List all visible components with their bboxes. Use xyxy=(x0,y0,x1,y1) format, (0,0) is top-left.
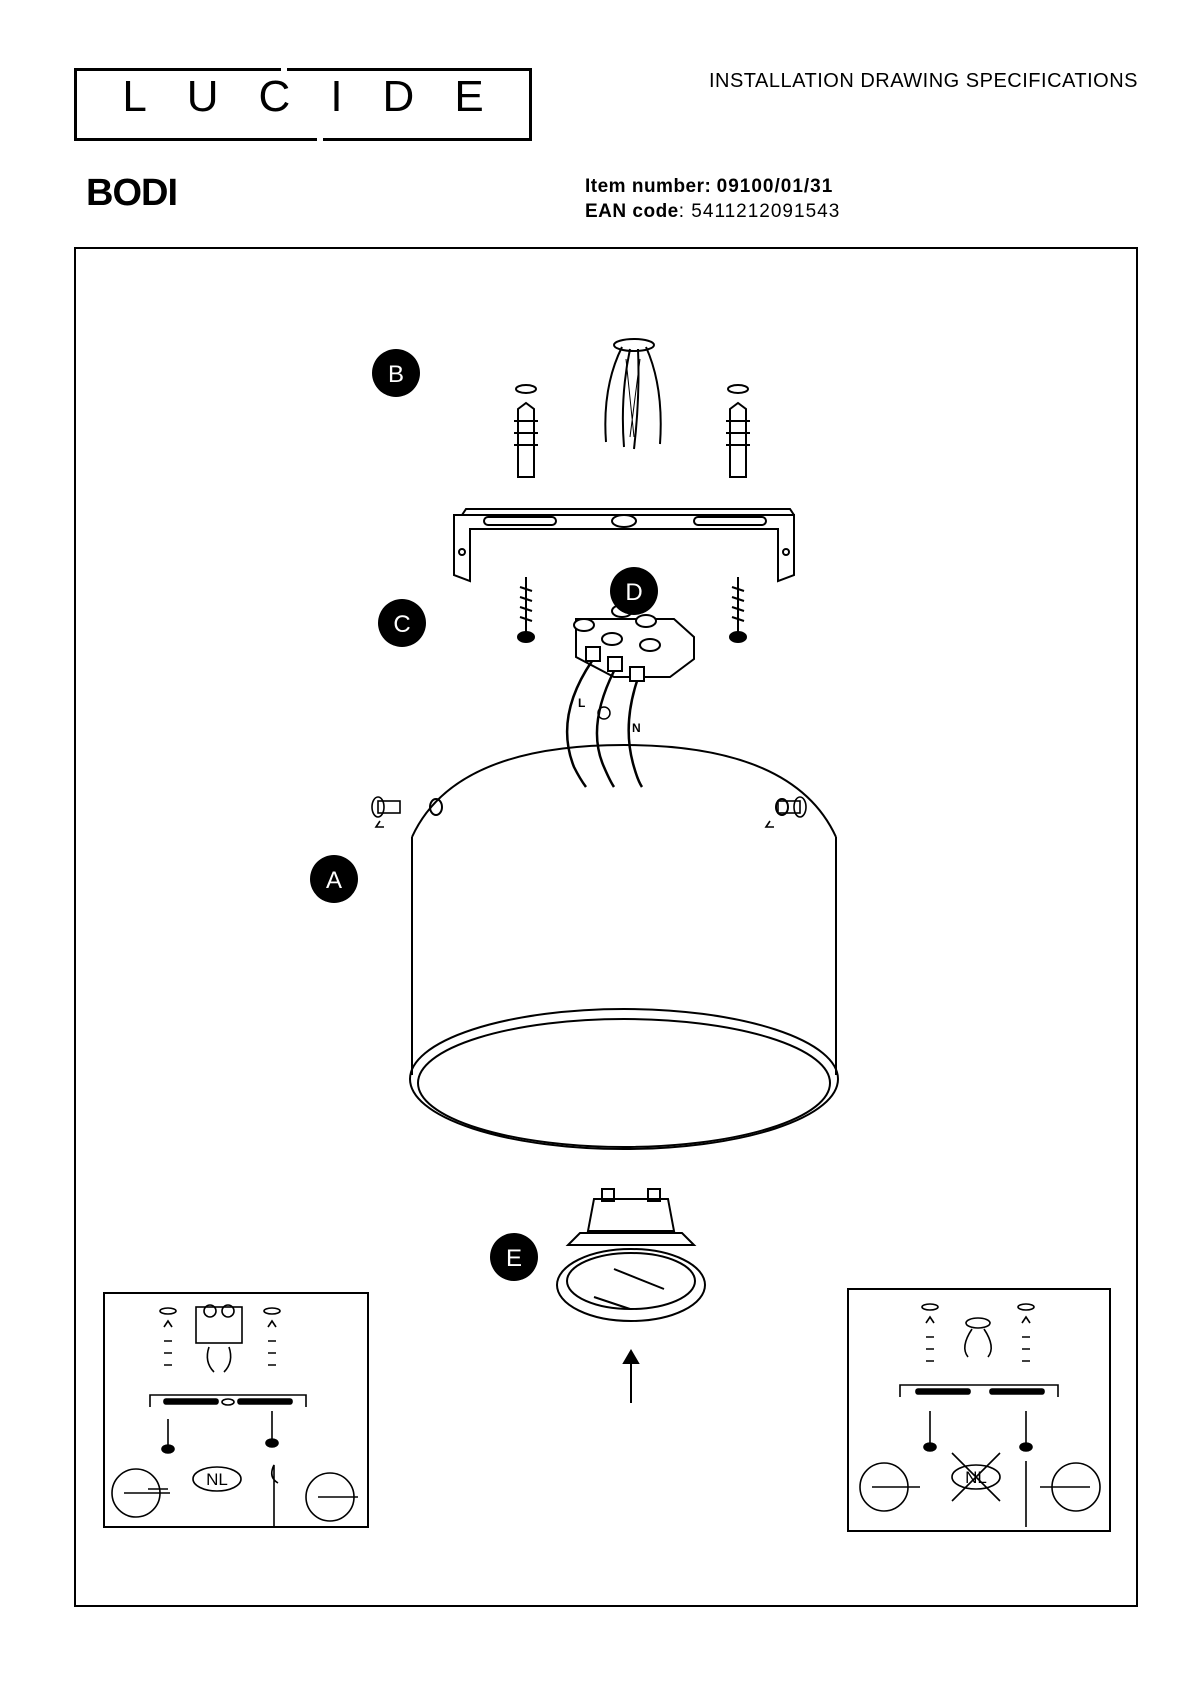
wall-plug-right xyxy=(726,384,750,478)
item-number-value: 09100/01/31 xyxy=(716,176,834,197)
fixing-screw-right xyxy=(764,796,807,828)
badge-b: B xyxy=(372,349,420,397)
brand-name: LUCIDE xyxy=(122,72,524,121)
logo-frame xyxy=(74,68,532,141)
inset-left-nl-badge: NL xyxy=(206,1470,228,1489)
brand-logo: LUCIDE xyxy=(74,68,532,141)
wall-plug-left xyxy=(514,384,538,478)
screw-left xyxy=(517,577,535,643)
item-number-row: Item number: 09100/01/31 xyxy=(585,174,840,199)
svg-text:E: E xyxy=(506,1245,522,1272)
svg-text:A: A xyxy=(326,867,342,894)
screw-right xyxy=(729,577,747,643)
wire-label-live: L xyxy=(578,696,585,710)
product-name: BODI xyxy=(86,172,178,214)
inset-left xyxy=(103,1292,369,1528)
svg-text:D: D xyxy=(625,579,642,606)
svg-text:C: C xyxy=(393,611,410,638)
insert-arrow xyxy=(622,1349,640,1403)
badge-a: A xyxy=(310,855,358,903)
badge-d: D xyxy=(610,567,658,615)
document-type: INSTALLATION DRAWING SPECIFICATIONS xyxy=(708,70,1138,92)
ean-row: EAN code: 5411212091543 xyxy=(585,199,840,224)
wire-label-neutral: N xyxy=(632,721,641,735)
installation-drawing: L N xyxy=(74,247,1138,1607)
supply-wires xyxy=(565,660,644,788)
mounting-bracket xyxy=(453,508,795,583)
inset-right xyxy=(847,1288,1111,1532)
svg-text:B: B xyxy=(388,361,404,388)
product-meta: Item number: 09100/01/31 EAN code: 54112… xyxy=(585,174,840,224)
badge-c: C xyxy=(378,599,426,647)
terminal-block xyxy=(573,604,695,682)
item-number-label: Item number: xyxy=(585,176,712,197)
inset-right-nl-badge: NL xyxy=(965,1468,987,1487)
drawing-frame xyxy=(74,247,1138,1607)
badge-e: E xyxy=(490,1233,538,1281)
luminaire-body xyxy=(409,743,839,1150)
fixing-screw-left xyxy=(371,796,401,828)
ean-label: EAN code xyxy=(585,201,679,222)
gu10-bulb xyxy=(556,1188,706,1322)
ean-value: : 5411212091543 xyxy=(678,201,841,222)
ceiling-cable-outlet xyxy=(604,338,662,450)
